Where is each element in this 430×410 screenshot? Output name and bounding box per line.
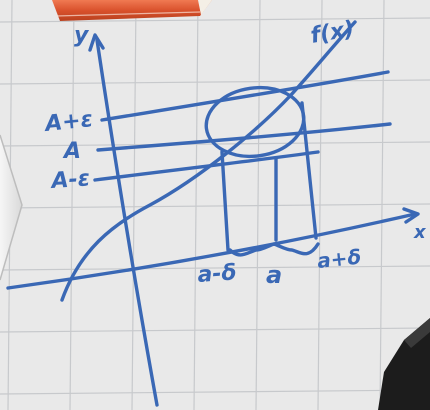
lower-bound-label: A-ε bbox=[49, 166, 91, 194]
y-axis-arrowhead bbox=[88, 33, 105, 52]
y-axis bbox=[95, 38, 159, 407]
x-axis-arrowhead bbox=[402, 207, 420, 224]
presenter-shoulder bbox=[378, 318, 430, 410]
delta-brace bbox=[228, 242, 320, 257]
delta-right-guide bbox=[300, 101, 318, 240]
upper-bound-line bbox=[100, 70, 390, 122]
x-axis bbox=[6, 212, 417, 290]
upper-bound-label: A+ε bbox=[42, 107, 94, 137]
axis-label-group: y x bbox=[74, 23, 427, 243]
lower-bound-line bbox=[93, 150, 320, 182]
left-delta-label: a-δ bbox=[197, 260, 238, 288]
function-curve bbox=[60, 20, 357, 302]
y-axis-label: y bbox=[74, 23, 90, 48]
center-value-label: A bbox=[62, 139, 81, 164]
x-axis-label: x bbox=[413, 222, 427, 243]
x-value-labels: a-δ a a+δ bbox=[197, 245, 363, 289]
right-delta-label: a+δ bbox=[316, 245, 362, 273]
left-panel-shadow bbox=[0, 134, 23, 281]
marker-pen bbox=[52, 0, 212, 21]
delta-left-guide bbox=[220, 150, 230, 252]
y-value-labels: A+ε A A-ε bbox=[42, 107, 94, 194]
center-line bbox=[96, 122, 392, 152]
center-x-label: a bbox=[266, 261, 282, 289]
